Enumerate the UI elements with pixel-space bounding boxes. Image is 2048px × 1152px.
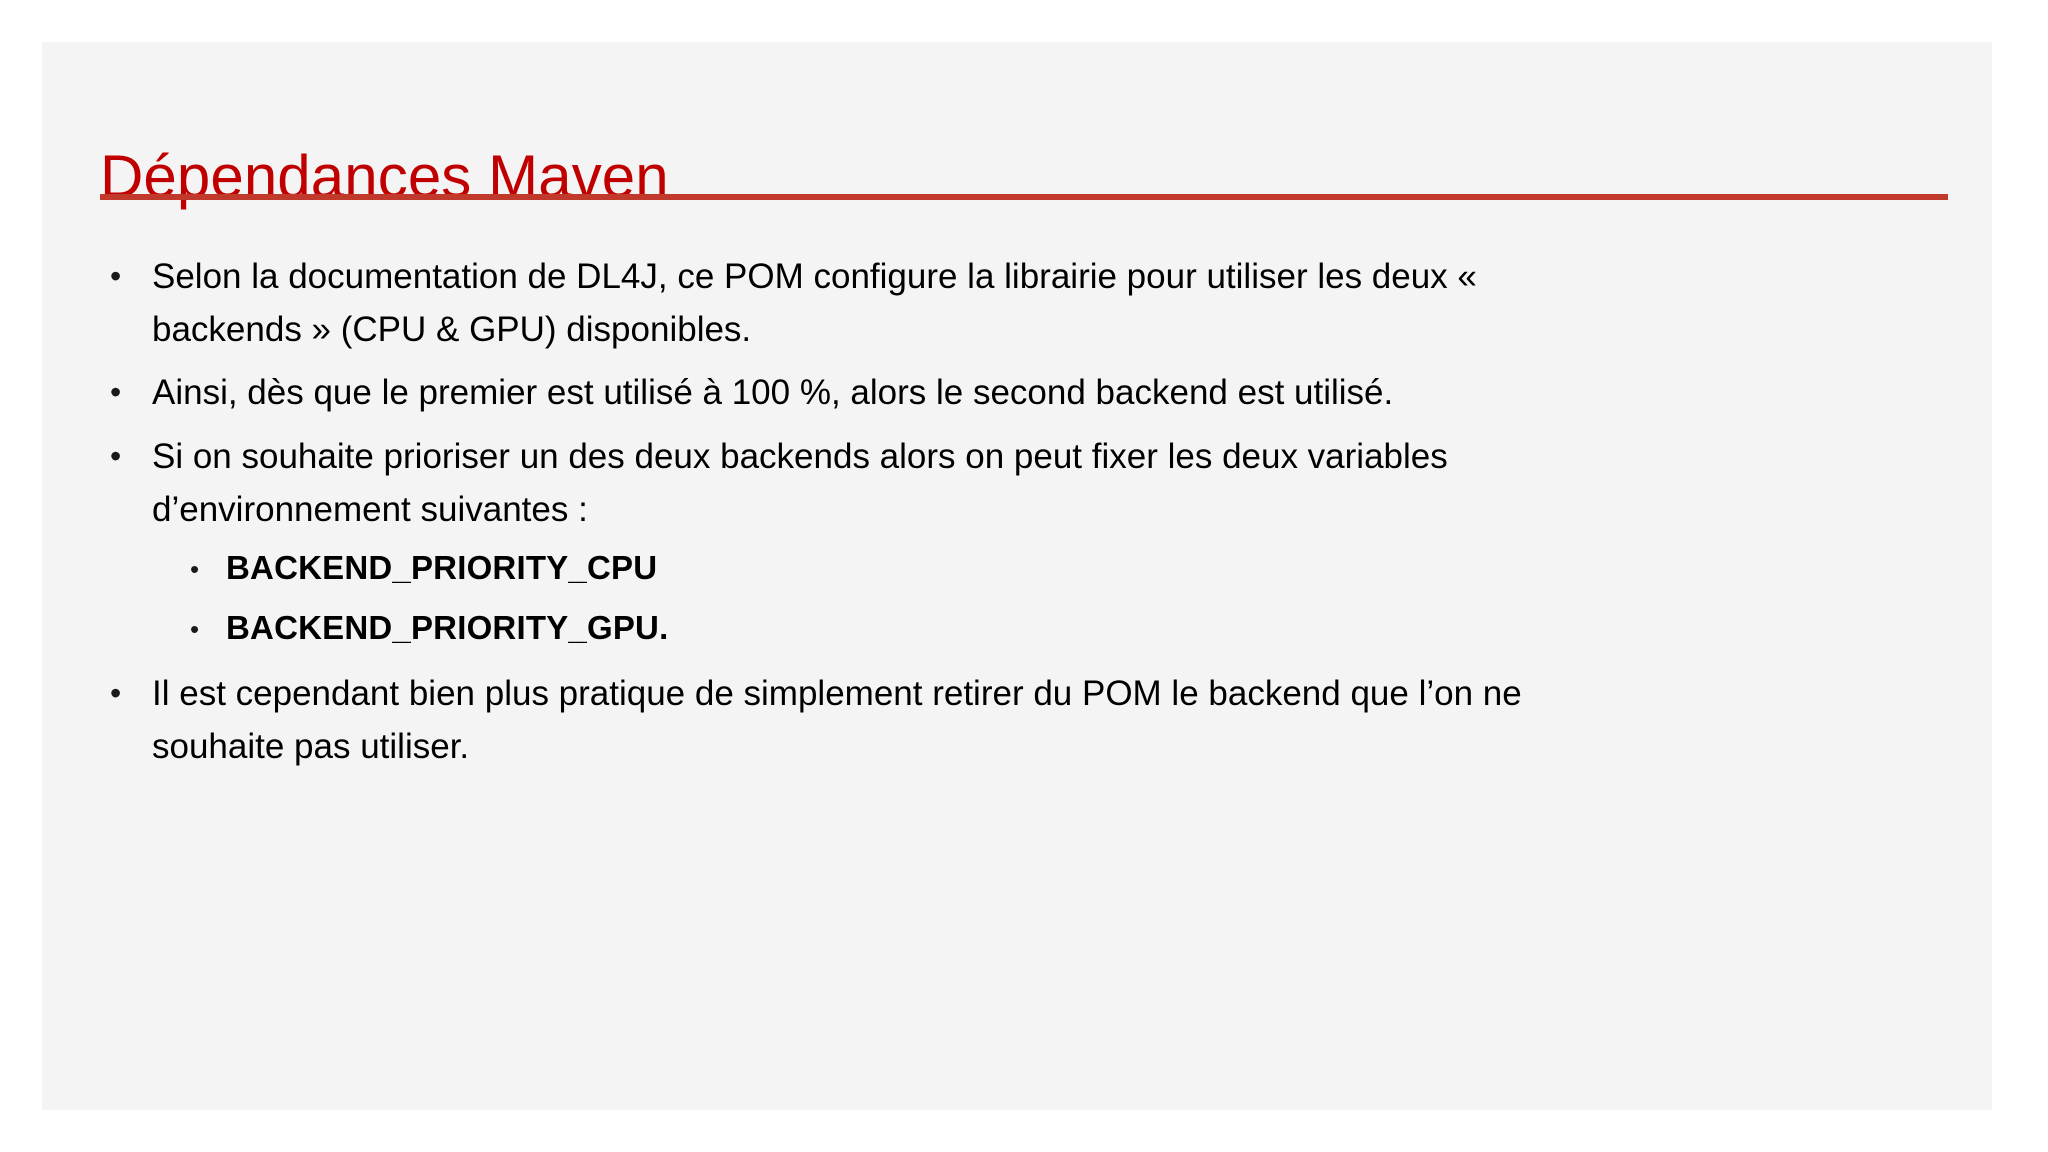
bullet-point-icon: •	[110, 374, 122, 411]
bullet-point-icon: •	[110, 675, 122, 712]
list-item: • Selon la documentation de DL4J, ce POM…	[100, 250, 1960, 356]
list-item-text: Il est cependant bien plus pratique de s…	[152, 674, 1522, 767]
bullet-point-icon: •	[190, 614, 200, 645]
list-item: • Ainsi, dès que le premier est utilisé …	[100, 366, 1960, 419]
list-item: • Si on souhaite prioriser un des deux b…	[100, 430, 1960, 536]
bullet-point-icon: •	[110, 258, 122, 294]
page-title: Dépendances Maven	[100, 143, 669, 211]
sub-list-item-text: BACKEND_PRIORITY_GPU.	[226, 609, 669, 647]
list-item-text: Ainsi, dès que le premier est utilisé à …	[152, 373, 1394, 413]
slide-content-panel: Dépendances Maven • Selon la documentati…	[42, 42, 1992, 1110]
list-item-text: Si on souhaite prioriser un des deux bac…	[152, 436, 1448, 529]
list-item: • Il est cependant bien plus pratique de…	[100, 667, 1960, 773]
bullet-list: • Selon la documentation de DL4J, ce POM…	[100, 250, 1960, 783]
bullet-point-icon: •	[190, 553, 200, 584]
bullet-point-icon: •	[110, 437, 122, 474]
sub-list-item-text: BACKEND_PRIORITY_CPU	[226, 548, 658, 586]
list-item-text: Selon la documentation de DL4J, ce POM c…	[152, 257, 1477, 350]
sub-list-item: • BACKEND_PRIORITY_GPU.	[100, 606, 1960, 651]
sub-list-item: • BACKEND_PRIORITY_CPU	[100, 546, 1960, 591]
title-underline-rule	[100, 194, 1948, 200]
